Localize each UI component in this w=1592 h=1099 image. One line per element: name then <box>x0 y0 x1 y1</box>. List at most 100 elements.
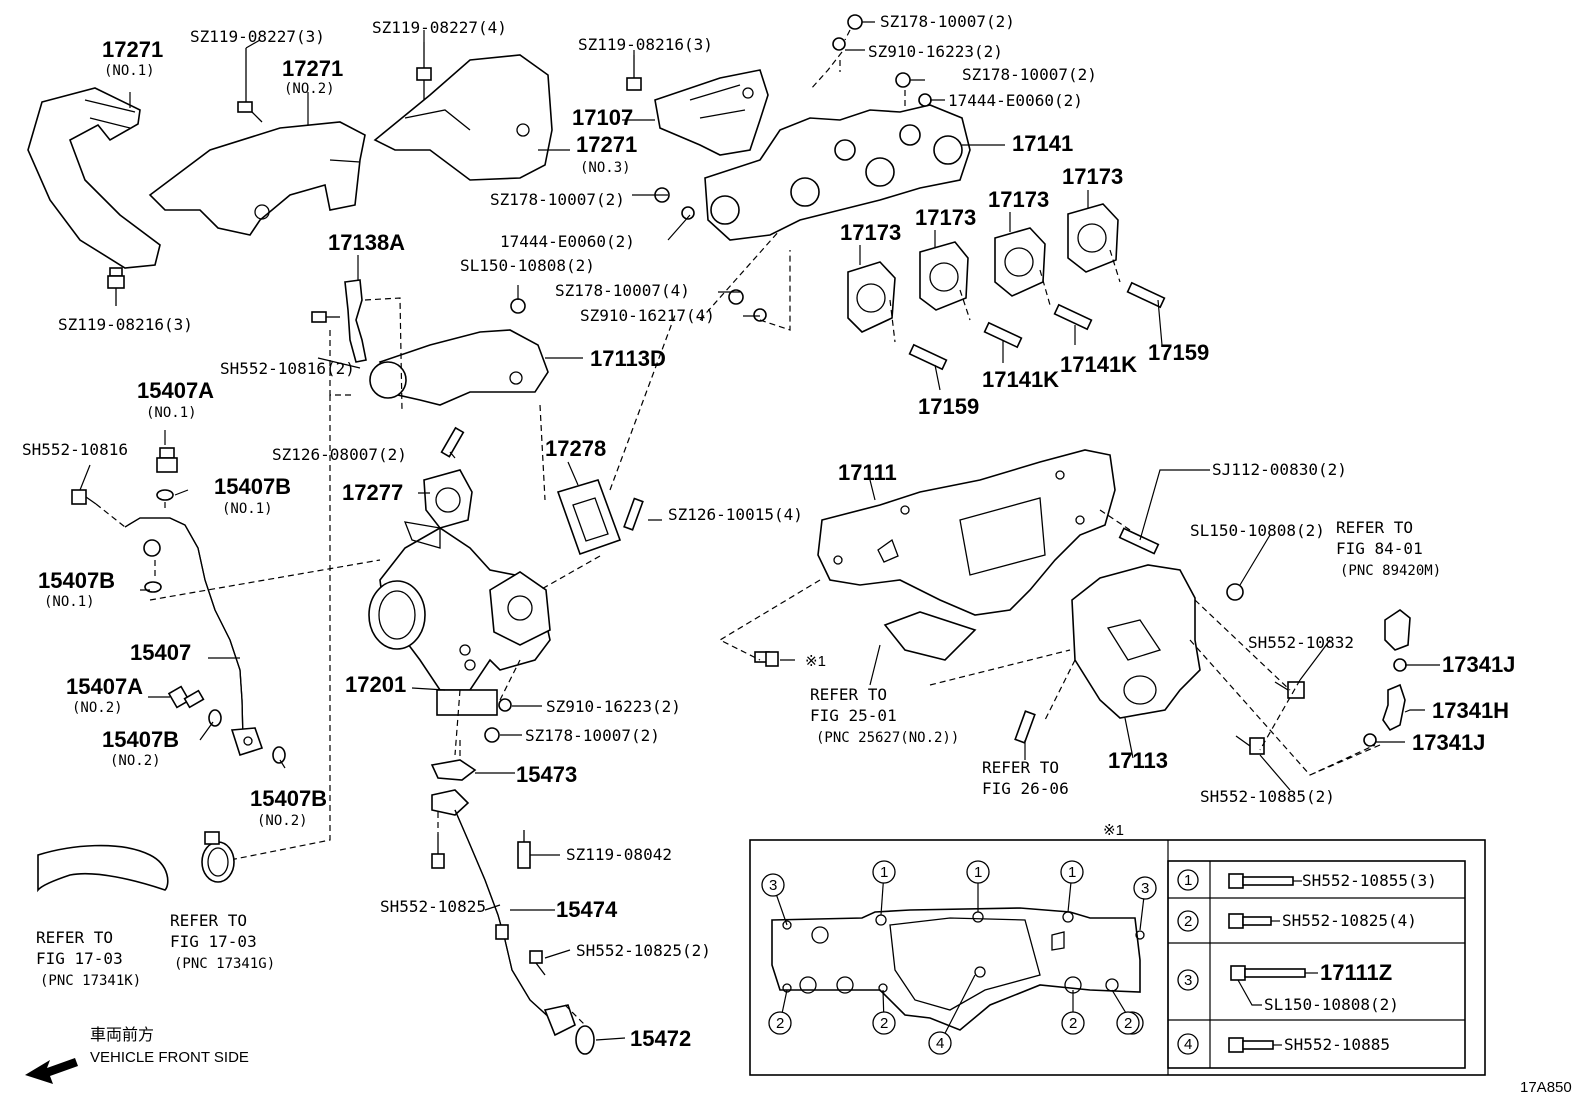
label-17201: 17201 <box>345 672 406 697</box>
ref-25-line1: REFER TO <box>810 685 887 704</box>
callout-number: 2 <box>1124 1015 1132 1032</box>
turbocharger-17201 <box>368 521 551 716</box>
bolt-sz119-08227-left <box>237 48 263 123</box>
label-17173-a: 17173 <box>840 220 901 245</box>
label-sz119-08042: SZ119-08042 <box>566 845 672 864</box>
detail-gasket-outline <box>771 907 1145 1031</box>
label-15407b-no2: 15407B <box>102 727 179 752</box>
label-15407b-no2-sub: (NO.2) <box>110 753 161 769</box>
label-17271-no3: 17271 <box>576 132 637 157</box>
callout-circle <box>1133 876 1157 900</box>
label-sh552-10825-2: SH552-10825(2) <box>576 941 711 960</box>
label-note1-box: ※1 <box>1103 822 1124 839</box>
bracket-17138a <box>344 279 367 363</box>
union-bolt-15407a-no1 <box>156 447 178 473</box>
ref-17b-line1: REFER TO <box>170 911 247 930</box>
diagram-id: 17A850 <box>1520 1079 1572 1096</box>
label-sz119-08227-3: SZ119-08227(3) <box>190 27 325 46</box>
ref-25-line3: (PNC 25627(NO.2)) <box>816 730 959 746</box>
front-arrow-icon <box>25 1058 78 1084</box>
gasket-15407b-no2-a <box>208 709 222 727</box>
label-sz178-10007-2-c: SZ178-10007(2) <box>490 190 625 209</box>
hose-17341h <box>1382 683 1406 732</box>
bolt-sh552-10816-top <box>311 311 340 323</box>
studs-manifold <box>908 281 1166 371</box>
legend-row-2: 2 SH552-10825(4) <box>1177 910 1417 932</box>
stud-sz126-08007 <box>440 426 465 458</box>
legend-row-3: 3 17111Z SL150-10808(2) <box>1177 960 1399 1014</box>
legend-part-3b: SL150-10808(2) <box>1264 995 1399 1014</box>
ref-17a-line3: (PNC 17341K) <box>40 973 141 989</box>
egr-valve-17113 <box>1071 564 1201 719</box>
label-17141: 17141 <box>1012 131 1073 156</box>
gasket-17173-d <box>1067 203 1119 273</box>
heat-insulator-no1 <box>27 87 161 269</box>
label-15473: 15473 <box>516 762 577 787</box>
heat-insulator-17107 <box>654 69 769 156</box>
label-15407b-no1-sub: (NO.1) <box>222 501 273 517</box>
label-17107: 17107 <box>572 105 633 130</box>
label-17141k-b: 17141K <box>1060 352 1137 377</box>
label-sz119-08216-3-left: SZ119-08216(3) <box>58 315 193 334</box>
label-15407: 15407 <box>130 640 191 665</box>
ref-84-line1: REFER TO <box>1336 518 1413 537</box>
label-sl150-10808-2-a: SL150-10808(2) <box>460 256 595 275</box>
gasket-17173-a <box>847 261 896 333</box>
bolt-note1 <box>754 651 779 667</box>
label-15407b-no1-b-sub: (NO.1) <box>44 594 95 610</box>
gasket-15472 <box>575 1025 595 1055</box>
label-sz178-10007-2-d: SZ178-10007(2) <box>525 726 660 745</box>
callout-circle <box>768 1011 792 1035</box>
legend-row-1: 1 SH552-10855(3) <box>1177 869 1437 891</box>
ref-17a-line1: REFER TO <box>36 928 113 947</box>
sensor-sz119-08042 <box>517 830 531 869</box>
gasket-callouts: 31113222224 <box>761 860 1157 1055</box>
clamp-17341j-a <box>1393 658 1407 672</box>
gasket-15473 <box>430 759 477 781</box>
callout-leader <box>939 974 976 1044</box>
bolt-sz119-08227-right <box>416 42 432 100</box>
stud-egr <box>1014 710 1036 744</box>
callout-number: 4 <box>936 1035 944 1052</box>
label-sz119-08216-3-top: SZ119-08216(3) <box>578 35 713 54</box>
label-15407b-no2-b: 15407B <box>250 786 327 811</box>
bolt-sh552-10825-2 <box>529 950 546 976</box>
label-sh552-10825: SH552-10825 <box>380 897 486 916</box>
label-17278: 17278 <box>545 436 606 461</box>
label-15407a-no1: 15407A <box>137 378 214 403</box>
label-15407b-no2-b-sub: (NO.2) <box>257 813 308 829</box>
callout-number: 1 <box>974 864 982 881</box>
nut-sl150-10808 <box>1226 583 1244 601</box>
callout-number: 1 <box>880 864 888 881</box>
front-side-jp: 車両前方 <box>90 1025 154 1044</box>
callout-circle <box>872 1011 896 1035</box>
gasket-15407b-no1-top <box>156 489 174 501</box>
legend-row-4: 4 SH552-10885 <box>1177 1033 1390 1055</box>
label-sz910-16223-2-a: SZ910-16223(2) <box>868 42 1003 61</box>
ref-84-line3: (PNC 89420M) <box>1340 563 1441 579</box>
legend-part-2: SH552-10825(4) <box>1282 911 1417 930</box>
stud-sz126-10015 <box>623 497 644 531</box>
ref-25-line2: FIG 25-01 <box>810 706 897 725</box>
oil-pipe-15407 <box>124 517 264 757</box>
gasket-17173-c <box>994 227 1046 297</box>
gasket-17277 <box>423 469 473 529</box>
clamp-17341j-b <box>1363 733 1377 747</box>
ref-17b-line2: FIG 17-03 <box>170 932 257 951</box>
label-17173-c: 17173 <box>988 187 1049 212</box>
inlet-elbow-17113d <box>369 329 549 406</box>
legend-num-1: 1 <box>1184 872 1192 889</box>
exhaust-manifold-17141 <box>704 104 971 241</box>
callout-number: 2 <box>776 1015 784 1032</box>
callout-circle <box>928 1031 952 1055</box>
label-sz178-10007-4: SZ178-10007(4) <box>555 281 690 300</box>
bolt-sh552-10885 <box>1235 735 1265 755</box>
gasket-25627 <box>883 611 977 661</box>
callout-number: 2 <box>880 1015 888 1032</box>
callout-circle <box>1061 1011 1085 1035</box>
callout-circle <box>1060 860 1084 884</box>
bolt-sh552-10825 <box>431 834 445 869</box>
label-sz178-10007-2-a: SZ178-10007(2) <box>880 12 1015 31</box>
label-17141k-a: 17141K <box>982 367 1059 392</box>
